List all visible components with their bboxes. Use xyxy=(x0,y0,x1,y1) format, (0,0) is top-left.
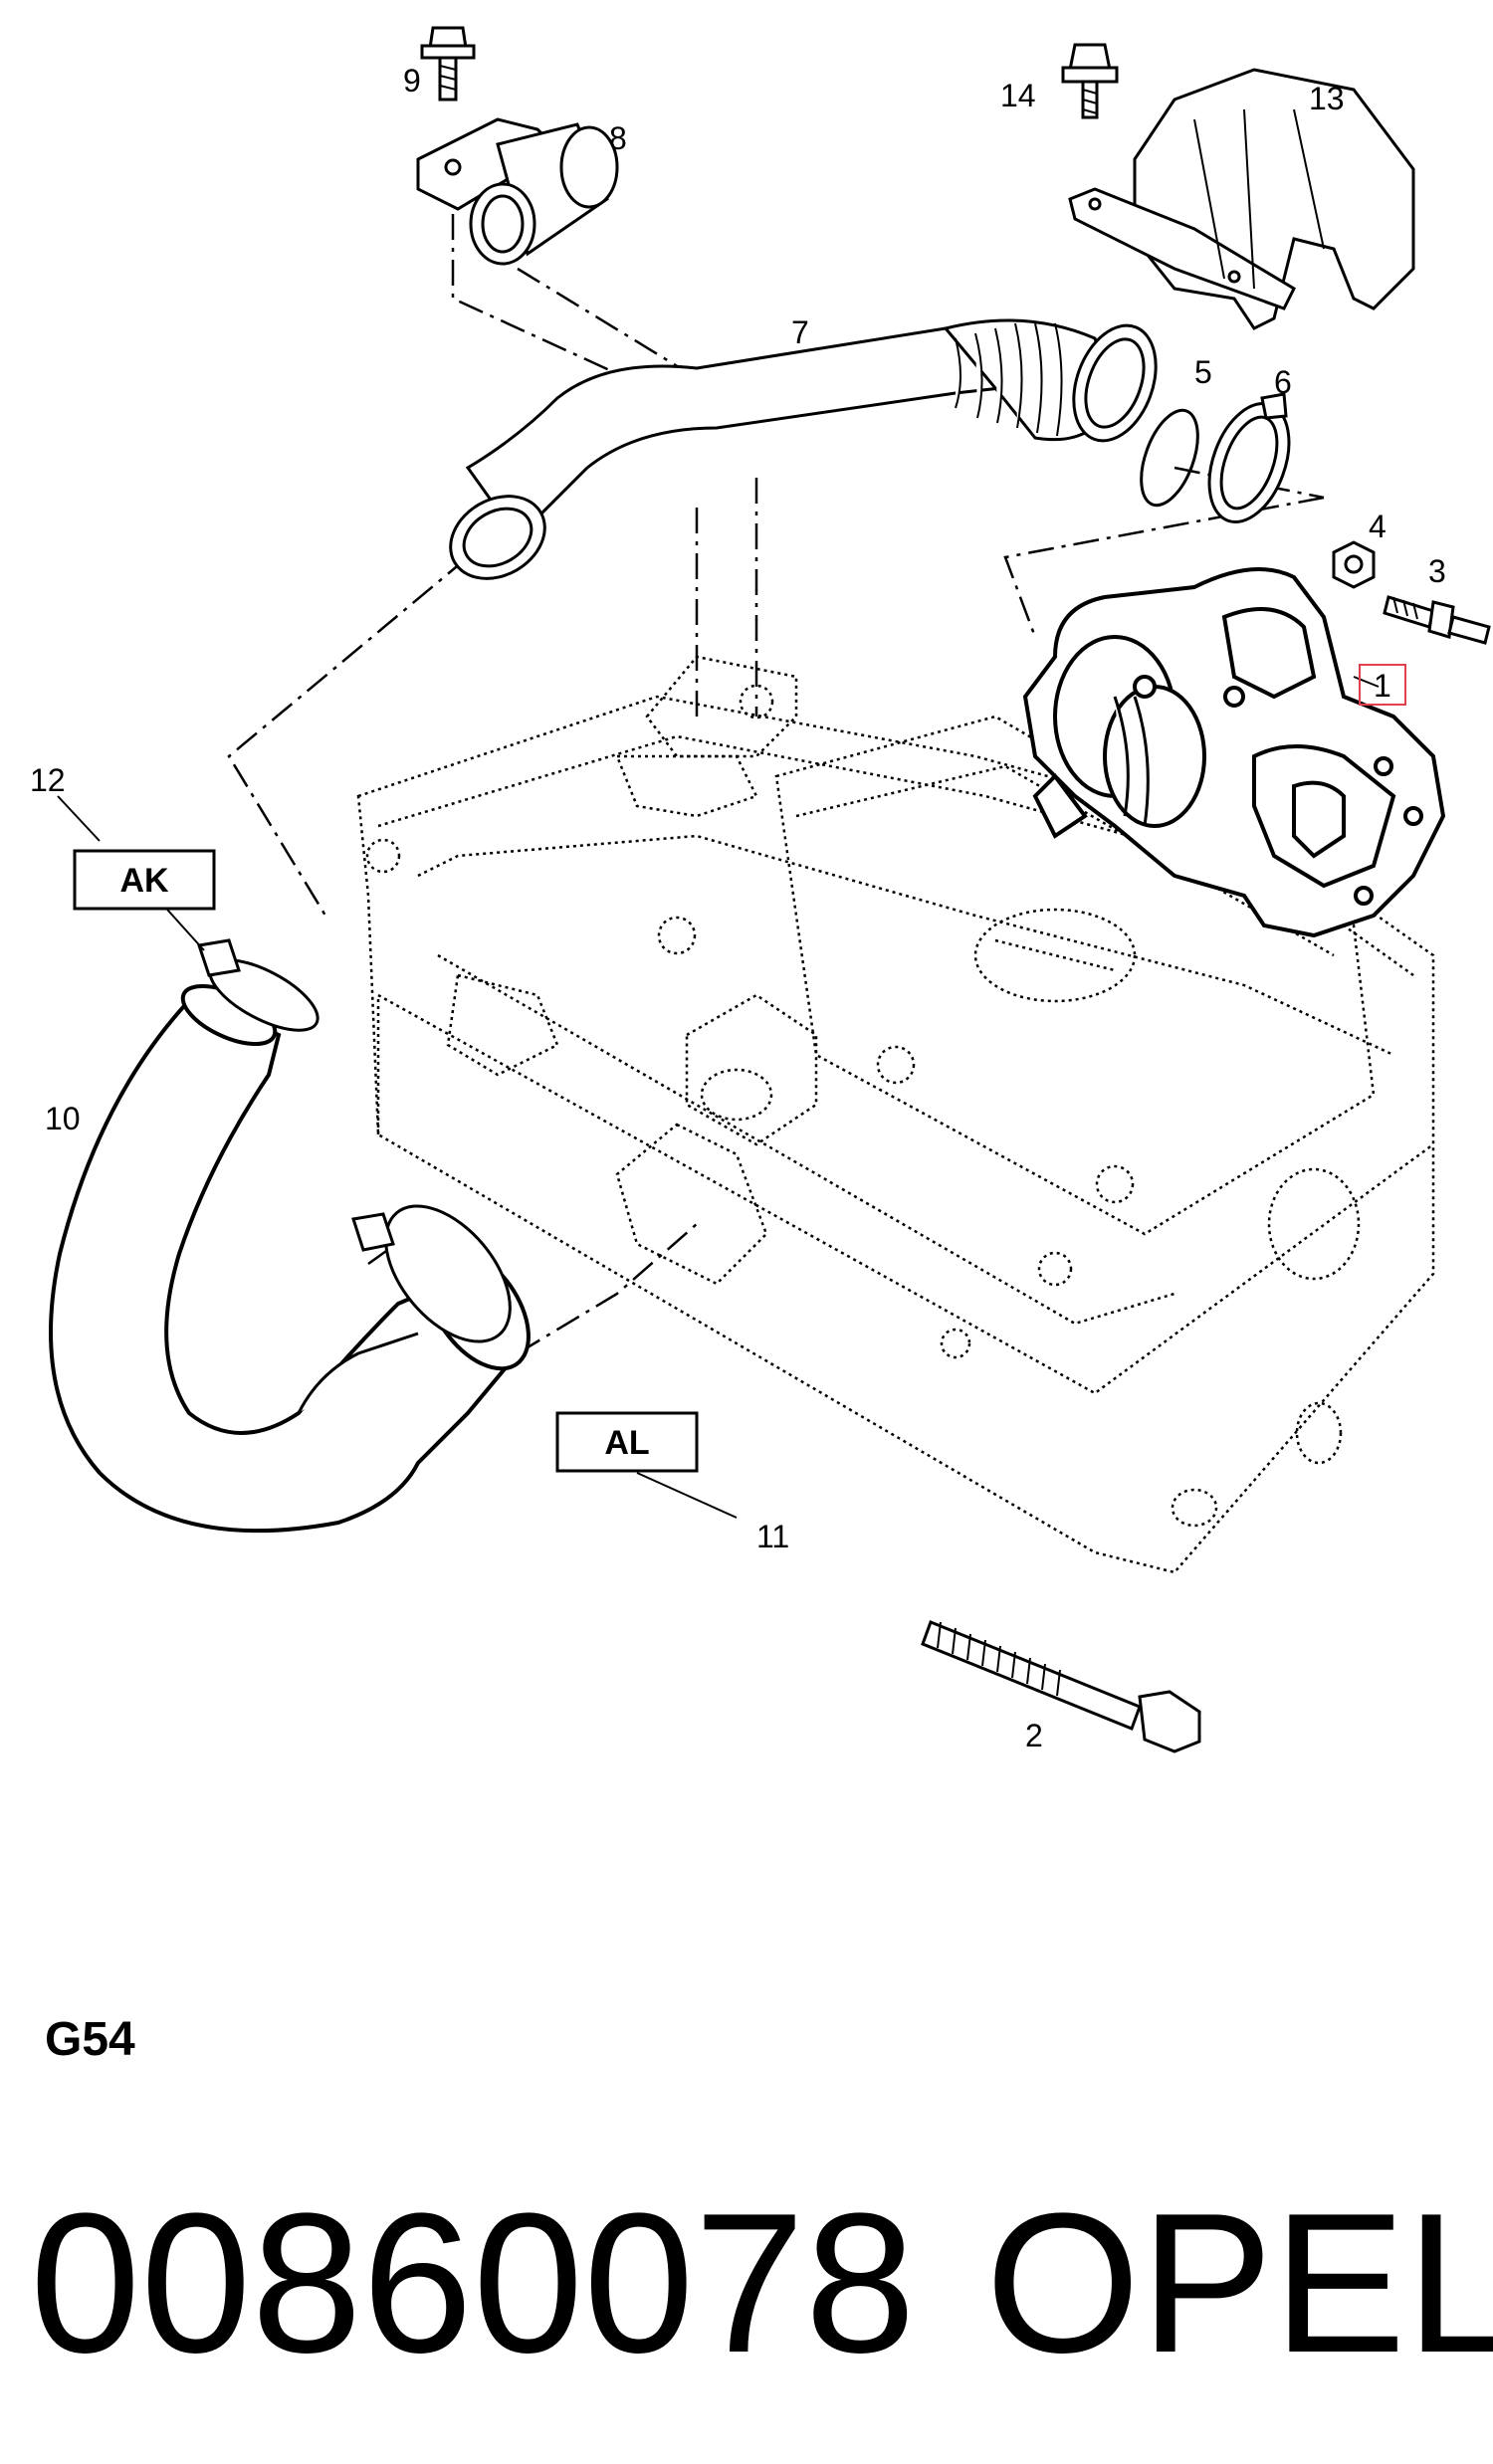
intake-pipe xyxy=(449,318,1158,580)
callout-1-highlight xyxy=(1359,664,1406,706)
label-al-box xyxy=(555,1411,699,1473)
callout-10: 10 xyxy=(45,1101,81,1136)
assembly-leader-lines xyxy=(227,214,1325,1355)
brand-name: OPEL xyxy=(985,2172,1493,2394)
callout-14: 14 xyxy=(1000,78,1036,113)
mounting-bracket xyxy=(416,117,619,266)
long-bolt xyxy=(921,1620,1201,1753)
nut xyxy=(1332,540,1376,589)
o-ring xyxy=(1140,408,1199,508)
heat-shield xyxy=(1068,68,1415,330)
hose-clamp-upper xyxy=(197,938,320,1032)
callout-2: 2 xyxy=(1025,1718,1043,1753)
callout-6: 6 xyxy=(1274,364,1292,400)
label-ak: AK xyxy=(119,862,169,900)
hose-clamp-lower xyxy=(351,1204,512,1343)
callout-7: 7 xyxy=(791,314,809,350)
callout-4: 4 xyxy=(1369,509,1386,544)
callout-5: 5 xyxy=(1194,354,1212,390)
callout-13: 13 xyxy=(1309,81,1345,116)
group-code: G54 xyxy=(45,2013,135,2066)
callout-9: 9 xyxy=(403,63,421,99)
label-ak-box xyxy=(73,849,216,911)
callout-11: 11 xyxy=(756,1519,789,1554)
stud-bolt xyxy=(1383,595,1491,645)
callout-12: 12 xyxy=(30,762,66,798)
callout-1: 1 xyxy=(1374,668,1391,704)
bolt-14 xyxy=(1061,43,1119,119)
callout-8: 8 xyxy=(609,120,627,156)
callout-3: 3 xyxy=(1428,553,1446,589)
hose-clamp-6 xyxy=(1207,392,1291,524)
turbocharger xyxy=(1022,567,1446,938)
label-al: AL xyxy=(604,1424,649,1462)
part-number: 00860078 xyxy=(30,2172,916,2394)
bolt-9 xyxy=(420,26,476,102)
